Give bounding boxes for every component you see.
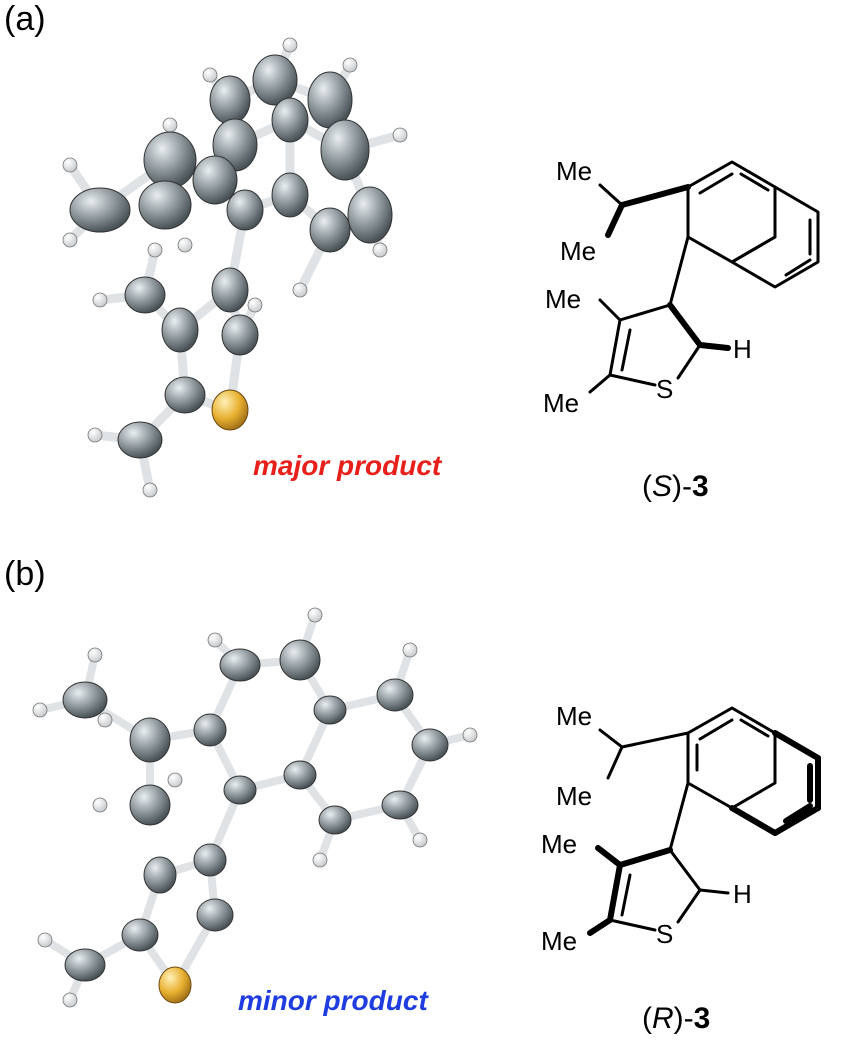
caption-major-product: major product	[253, 450, 442, 481]
compound-number: 3	[693, 1002, 711, 1035]
compound-label-s-3: (S)-3	[642, 470, 709, 503]
stereo-descriptor: S	[652, 470, 673, 503]
atom-h: H	[733, 879, 752, 909]
atom-me-4: Me	[543, 388, 579, 418]
compound-label-r-3: (R)-3	[642, 1002, 711, 1035]
atom-s: S	[656, 374, 673, 404]
atom-me-1: Me	[556, 156, 592, 186]
atom-me-1: Me	[556, 701, 592, 731]
atom-me-3: Me	[541, 829, 577, 859]
atom-me-2: Me	[560, 236, 596, 266]
atom-me-4: Me	[541, 926, 577, 956]
atom-me-3: Me	[545, 284, 581, 314]
atom-h: H	[733, 334, 752, 364]
atom-me-2: Me	[556, 781, 592, 811]
panel-label-a: (a)	[4, 0, 46, 38]
stereo-descriptor: R	[652, 1002, 674, 1035]
compound-number: 3	[692, 470, 709, 503]
caption-minor-product: minor product	[238, 985, 428, 1016]
atom-s: S	[656, 919, 673, 949]
panel-label-b: (b)	[4, 555, 46, 593]
